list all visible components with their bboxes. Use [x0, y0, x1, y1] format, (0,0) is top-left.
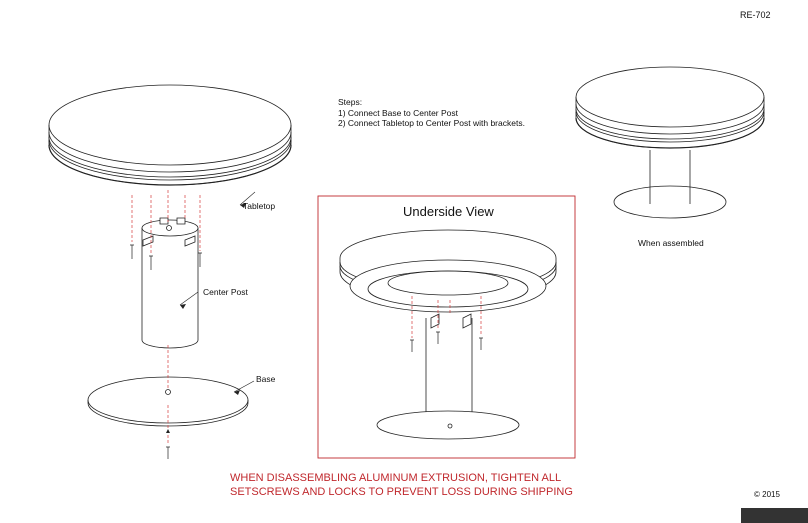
center-post-part — [141, 217, 199, 349]
warning-line-1: WHEN DISASSEMBLING ALUMINUM EXTRUSION, T… — [230, 472, 562, 484]
base-label: Base — [256, 374, 276, 384]
tabletop-part — [48, 84, 292, 186]
center-post-label: Center Post — [203, 287, 248, 297]
tabletop-label: Tabletop — [243, 201, 276, 211]
steps-block: Steps: 1) Connect Base to Center Post 2)… — [338, 97, 525, 129]
underside-view-title: Underside View — [403, 204, 494, 219]
warning-note: WHEN DISASSEMBLING ALUMINUM EXTRUSION, T… — [230, 471, 573, 499]
screws-left — [130, 244, 202, 459]
document-id: RE-702 — [740, 10, 771, 20]
arrowheads-left — [166, 203, 246, 433]
warning-line-2: SETSCREWS AND LOCKS TO PREVENT LOSS DURI… — [230, 486, 573, 498]
assembled-view — [575, 66, 765, 219]
step-2: 2) Connect Tabletop to Center Post with … — [338, 118, 525, 128]
exploded-view — [48, 84, 292, 459]
footer-bar — [741, 508, 808, 523]
underside-view — [339, 229, 557, 440]
base-part — [87, 376, 249, 427]
when-assembled-label: When assembled — [638, 238, 704, 248]
steps-heading: Steps: — [338, 97, 363, 107]
underside-view-frame — [317, 195, 576, 459]
guide-lines-left — [131, 190, 201, 444]
copyright: © 2015 — [754, 490, 780, 499]
step-1: 1) Connect Base to Center Post — [338, 107, 459, 118]
guide-lines-underside — [411, 296, 482, 338]
